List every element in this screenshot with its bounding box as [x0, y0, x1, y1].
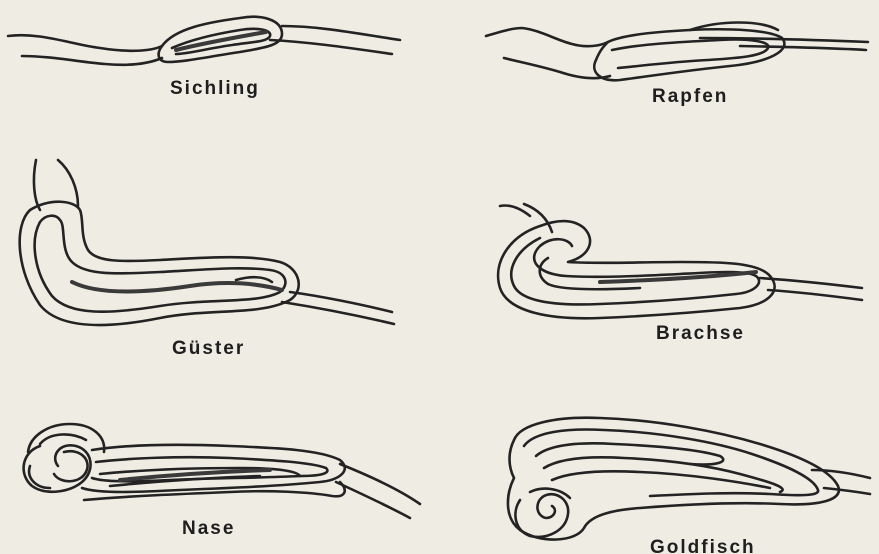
guester-gut-drawing — [20, 160, 394, 325]
panel-label-rapfen: Rapfen — [652, 86, 728, 108]
goldfisch-gut-drawing — [508, 418, 870, 540]
panel-label-brachse: Brachse — [656, 323, 745, 345]
rapfen-gut-drawing — [486, 23, 868, 81]
sichling-gut-drawing — [8, 17, 400, 65]
nase-gut-drawing — [24, 424, 420, 518]
panel-label-goldfisch: Goldfisch — [650, 537, 756, 554]
panel-label-guester: Güster — [172, 338, 245, 360]
panel-label-nase: Nase — [182, 518, 235, 540]
panel-label-sichling: Sichling — [170, 78, 260, 100]
brachse-gut-drawing — [498, 204, 862, 318]
